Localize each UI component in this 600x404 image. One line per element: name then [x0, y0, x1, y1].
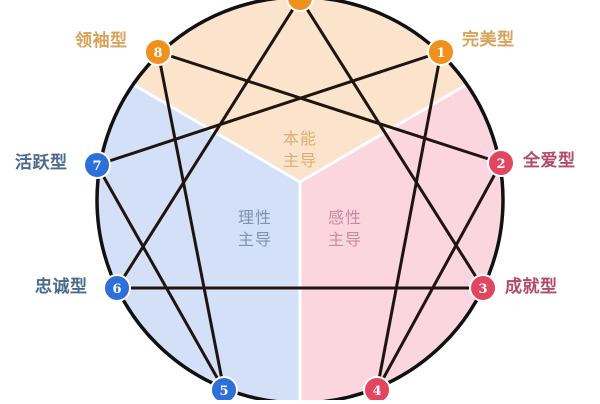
node-8[interactable]: 8: [144, 38, 172, 66]
line-7-1: [95, 50, 443, 167]
center-instinct-line1: 本能: [282, 129, 317, 148]
line-2-8: [156, 50, 503, 165]
label-type-1: 完美型: [462, 30, 515, 50]
node-2[interactable]: 2: [487, 149, 515, 177]
center-thinking-line2: 主导: [237, 230, 272, 249]
node-6[interactable]: 6: [103, 274, 131, 302]
node-1-number: 1: [436, 46, 445, 61]
line-1-4: [375, 50, 443, 392]
node-9[interactable]: [286, 0, 314, 12]
line-6-9: [115, 0, 301, 290]
label-type-8: 领袖型: [75, 31, 128, 51]
center-instinct-line2: 主导: [282, 151, 317, 170]
node-3[interactable]: 3: [469, 274, 497, 302]
line-8-5: [156, 50, 226, 392]
node-6-number: 6: [112, 282, 121, 297]
line-5-7: [95, 163, 226, 392]
node-4[interactable]: 4: [363, 376, 391, 404]
node-4-number: 4: [372, 384, 381, 399]
node-5[interactable]: 5: [210, 376, 238, 404]
label-type-6: 忠诚型: [35, 277, 88, 297]
line-9-3: [299, 0, 485, 290]
node-5-number: 5: [219, 384, 228, 399]
center-feeling-line1: 感性: [327, 208, 362, 227]
center-label-instinct: 本能 主导: [270, 128, 330, 172]
label-type-7: 活跃型: [15, 153, 68, 173]
center-label-feeling: 感性 主导: [315, 207, 375, 251]
label-type-3: 成就型: [505, 277, 558, 297]
center-thinking-line1: 理性: [237, 208, 272, 227]
line-4-2: [375, 161, 503, 392]
connection-lines: [95, 0, 503, 392]
center-feeling-line2: 主导: [327, 230, 362, 249]
node-2-number: 2: [496, 157, 505, 172]
node-7[interactable]: 7: [83, 151, 111, 179]
node-7-number: 7: [92, 159, 101, 174]
node-1[interactable]: 1: [427, 38, 455, 66]
label-type-2: 全爱型: [523, 151, 576, 171]
center-label-thinking: 理性 主导: [225, 207, 285, 251]
node-8-number: 8: [153, 46, 162, 61]
node-3-number: 3: [478, 282, 487, 297]
